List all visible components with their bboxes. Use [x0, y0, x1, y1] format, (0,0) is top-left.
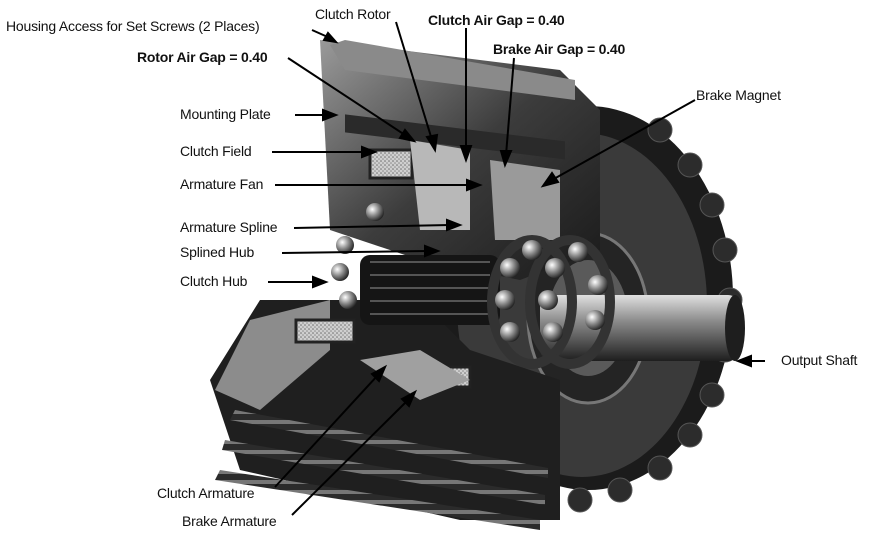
label-brake-armature: Brake Armature — [182, 513, 277, 529]
label-housing-access: Housing Access for Set Screws (2 Places) — [6, 18, 260, 34]
main-housing — [210, 40, 600, 530]
label-brake-magnet: Brake Magnet — [696, 87, 781, 103]
label-splined-hub: Splined Hub — [180, 244, 255, 260]
label-clutch-rotor: Clutch Rotor — [315, 6, 391, 22]
label-rotor-air-gap: Rotor Air Gap = 0.40 — [137, 49, 268, 65]
label-clutch-field: Clutch Field — [180, 143, 252, 159]
label-armature-fan: Armature Fan — [180, 176, 264, 192]
label-clutch-hub: Clutch Hub — [180, 273, 248, 289]
label-mounting-plate: Mounting Plate — [180, 106, 271, 122]
label-clutch-air-gap: Clutch Air Gap = 0.40 — [428, 12, 565, 28]
ball-bearings — [331, 203, 615, 369]
leader-lines — [268, 21, 765, 516]
label-armature-spline: Armature Spline — [180, 219, 278, 235]
label-brake-air-gap: Brake Air Gap = 0.40 — [493, 41, 626, 57]
label-output-shaft: Output Shaft — [781, 352, 858, 368]
label-clutch-armature: Clutch Armature — [157, 485, 255, 501]
